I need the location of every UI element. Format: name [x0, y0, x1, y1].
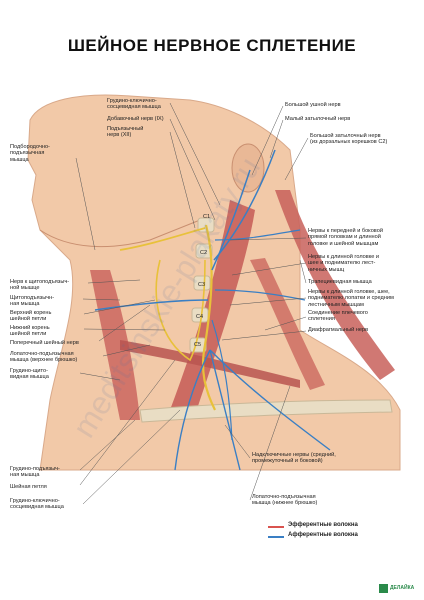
lesser-occipital-nerve [213, 149, 276, 261]
label-nerves-rectus: Нервы к передней и боковой прямой головк… [308, 228, 383, 247]
legend-efferent-line [268, 526, 284, 528]
vertebra-label-c5: C5 [194, 342, 202, 348]
label-transverse-cervical: Поперечный шейный нерв [10, 340, 79, 346]
omohyoid-muscle [120, 340, 300, 388]
publisher-logo-icon [379, 584, 388, 593]
vertebra-c2 [195, 243, 213, 259]
vertebra-label-c1: C1 [203, 214, 211, 220]
ear [231, 143, 265, 193]
label-great-auricular: Большой ушной нерв [285, 102, 341, 108]
label-thyrohyoid-muscle: Щитоподъязычн- ная мышца [10, 295, 55, 308]
vertebra-label-c3: C3 [198, 282, 206, 288]
label-superior-root: Верхний корень шейной петли [10, 310, 52, 323]
vertebra-label-c4: C4 [196, 314, 204, 320]
label-ansa-cervicalis: Шейная петля [10, 484, 47, 490]
label-supraclavicular: Надключичные нервы (средний, промежуточн… [252, 452, 336, 465]
label-lesser-occipital: Малый затылочный нерв [285, 116, 351, 122]
vertebra-label-c2: C2 [200, 250, 208, 256]
plexus-nerve-trunk [201, 224, 216, 411]
supraclavicular-nerves [174, 349, 331, 471]
legend-afferent-line [268, 536, 284, 538]
legend-efferent-label: Эфферентные волокна [288, 522, 358, 528]
publisher-logo-text: ДЕЛАЙКА [390, 585, 415, 591]
legend-afferent-label: Афферентные волокна [288, 532, 358, 538]
vertebra-c3 [193, 275, 211, 291]
ansa-cervicalis [155, 259, 206, 362]
muscular-branches [214, 229, 306, 301]
label-greater-occipital: Большой затылочный нерв (из дорзальных к… [310, 133, 388, 146]
label-hypoglossal-nerve: Подъязычный нерв (XII) [107, 126, 144, 139]
jaw-line [39, 219, 201, 247]
phrenic-nerve [211, 319, 233, 441]
great-auricular-nerve [211, 169, 251, 271]
label-scm-bottom: Грудино-ключично- сосцевидная мышца [10, 498, 64, 511]
label-scm-top: Грудино-ключично- сосцевидная мышца [107, 98, 161, 111]
label-omohyoid-superior: Лопаточно-подъязычная мышца (верхнее брю… [10, 351, 78, 364]
trapezius-muscle [275, 190, 395, 380]
label-nerve-thyrohyoid: Нерв к щитоподъязыч- ной мышце [10, 279, 70, 292]
label-sternothyroid: Грудино-щито- видная мышца [10, 368, 49, 381]
label-nerves-longus-levator: Нервы к длинной головке и шее и поднимат… [308, 254, 380, 273]
label-phrenic-nerve: Диафрагмальный нерв [308, 327, 369, 333]
scalene-muscles [250, 258, 325, 390]
label-geniohyoid: Подбородочно- подъязычная мышца [10, 144, 50, 163]
label-omohyoid-inferior: Лопаточно-подъязычная мышца (нижнее брюш… [252, 494, 318, 507]
label-trapezius: Трапециевидная мышца [308, 279, 372, 285]
publisher-logo: ДЕЛАЙКА [379, 584, 419, 594]
label-brachial-plexus-connection: Соединение плечевого сплетения [308, 310, 368, 323]
page-title: ШЕЙНОЕ НЕРВНОЕ СПЛЕТЕНИЕ [67, 36, 357, 55]
hypoglossal-nerve [119, 227, 206, 251]
label-accessory-nerve: Добавочный нерв (IX) [107, 116, 164, 122]
strap-muscles [90, 270, 140, 420]
transverse-cervical-nerve [94, 299, 209, 311]
leader-lines [75, 102, 309, 505]
label-inferior-root: Нижний корень шейной петли [10, 325, 50, 338]
clavicle [139, 399, 393, 423]
label-sternohyoid: Грудино-подъязыч- ная мышца [10, 466, 60, 479]
label-nerves-scapula: Нервы к длинной головке, шее, поднимател… [308, 289, 394, 308]
